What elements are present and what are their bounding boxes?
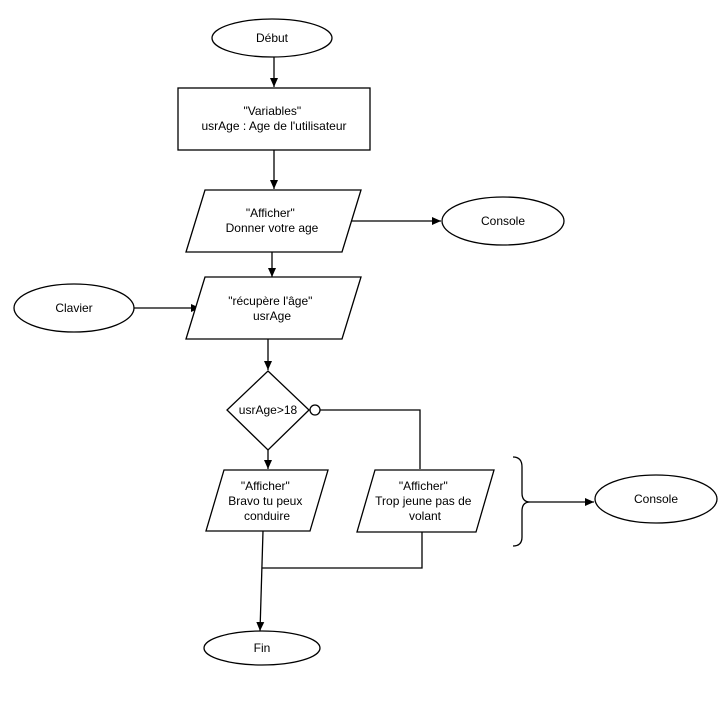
node-console-top[interactable]: Console	[441, 196, 565, 246]
node-afficher-bravo-label: "Afficher" Bravo tu peux conduire	[228, 479, 305, 523]
node-decision-label: usrAge>18	[239, 403, 298, 417]
node-afficher-age-label: "Afficher" Donner votre age	[226, 206, 319, 235]
node-console-bottom[interactable]: Console	[594, 474, 718, 524]
node-variables-label: "Variables" usrAge : Age de l'utilisateu…	[201, 104, 346, 133]
node-afficher-age[interactable]: "Afficher" Donner votre age	[185, 189, 362, 253]
node-console-bottom-label: Console	[634, 492, 678, 506]
group-brace	[512, 456, 531, 547]
false-branch-circle	[309, 404, 321, 416]
node-fin-label: Fin	[254, 641, 271, 655]
edge-trop-merge	[262, 532, 423, 569]
node-debut-label: Début	[256, 31, 289, 45]
node-debut[interactable]: Début	[211, 18, 333, 58]
node-afficher-bravo[interactable]: "Afficher" Bravo tu peux conduire	[205, 469, 329, 532]
node-console-top-label: Console	[481, 214, 525, 228]
node-recupere[interactable]: "récupère l'âge" usrAge	[185, 276, 362, 340]
edge-bravo-to-fin	[256, 530, 265, 632]
node-afficher-trop-label: "Afficher" Trop jeune pas de volant	[375, 479, 475, 523]
node-variables[interactable]: "Variables" usrAge : Age de l'utilisateu…	[177, 87, 371, 151]
node-fin[interactable]: Fin	[203, 630, 321, 666]
node-decision[interactable]: usrAge>18	[226, 370, 310, 451]
node-clavier-label: Clavier	[55, 301, 92, 315]
edge-decision-false-to-trop	[320, 409, 421, 469]
node-recupere-label: "récupère l'âge" usrAge	[228, 294, 316, 323]
node-afficher-trop[interactable]: "Afficher" Trop jeune pas de volant	[356, 469, 495, 533]
node-clavier[interactable]: Clavier	[13, 283, 135, 333]
